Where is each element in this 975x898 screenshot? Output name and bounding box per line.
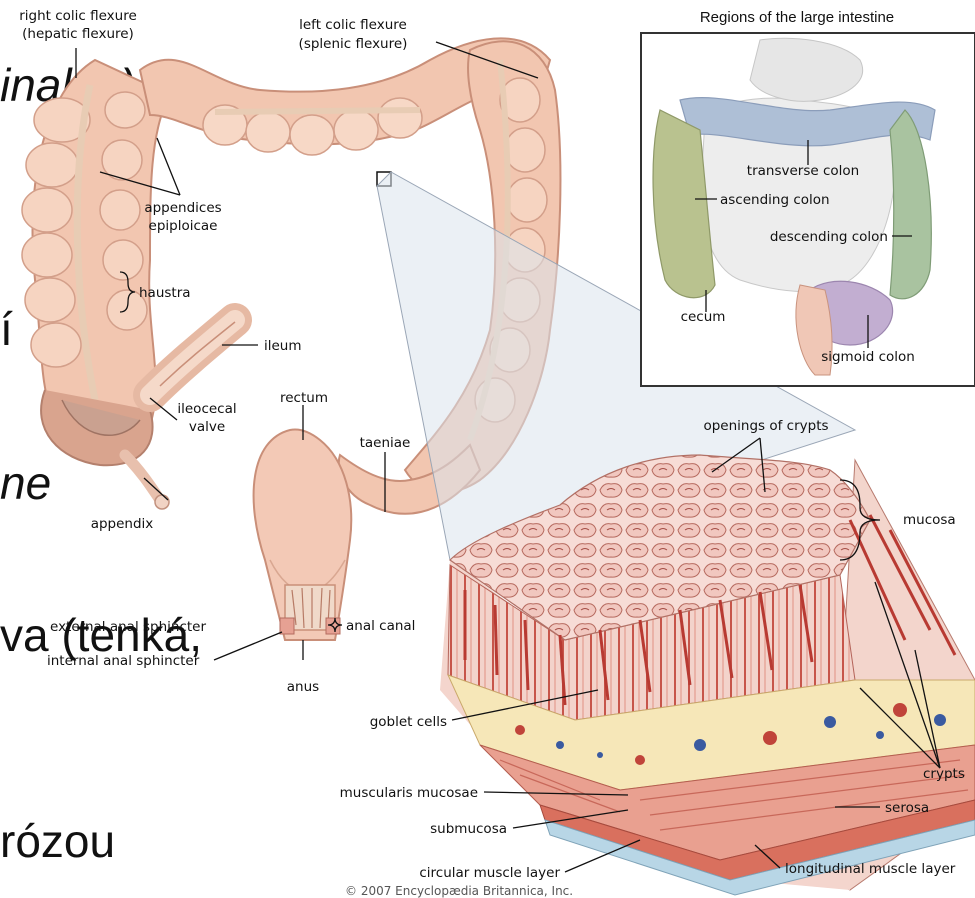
label-anus: anus	[287, 679, 319, 695]
label-anal-canal: anal canal	[346, 618, 415, 634]
label-taeniae: taeniae	[360, 435, 411, 451]
label-ileocecal: ileocecal	[177, 401, 236, 417]
label-crypts: crypts	[923, 766, 965, 782]
label-internal-anal-sphincter: internal anal sphincter	[47, 653, 200, 669]
label-muscularis-mucosae: muscularis mucosae	[340, 785, 478, 801]
inset-label-transverse-colon: transverse colon	[747, 163, 859, 179]
inset-panel: Regions of the large intestine transvers…	[641, 9, 975, 386]
inset-title: Regions of the large intestine	[700, 9, 894, 26]
tissue-block-drawing	[440, 455, 975, 895]
label-rectum: rectum	[280, 390, 328, 406]
label-external-anal-sphincter: external anal sphincter	[50, 619, 206, 635]
inset-label-cecum: cecum	[681, 309, 726, 325]
label-valve: valve	[189, 419, 225, 435]
label-epiploicae: epiploicae	[149, 218, 218, 234]
inset-label-sigmoid-colon: sigmoid colon	[821, 349, 915, 365]
label-longitudinal-muscle-layer: longitudinal muscle layer	[785, 861, 956, 877]
label-splenic-flexure: (splenic flexure)	[299, 36, 408, 52]
label-circular-muscle-layer: circular muscle layer	[419, 865, 560, 881]
label-hepatic-flexure: (hepatic flexure)	[22, 26, 134, 42]
label-haustra: haustra	[139, 285, 191, 301]
label-mucosa: mucosa	[903, 512, 956, 528]
label-appendix: appendix	[91, 516, 154, 532]
label-openings-of-crypts: openings of crypts	[703, 418, 828, 434]
inset-label-descending-colon: descending colon	[770, 229, 888, 245]
label-serosa: serosa	[885, 800, 929, 816]
inset-label-ascending-colon: ascending colon	[720, 192, 830, 208]
label-left-colic-flexure: left colic flexure	[299, 17, 407, 33]
label-submucosa: submucosa	[430, 821, 507, 837]
copyright-notice: © 2007 Encyclopædia Britannica, Inc.	[345, 884, 573, 898]
label-right-colic-flexure: right colic flexure	[19, 8, 137, 24]
label-appendices: appendices	[144, 200, 221, 216]
label-goblet-cells: goblet cells	[370, 714, 447, 730]
label-ileum: ileum	[264, 338, 302, 354]
